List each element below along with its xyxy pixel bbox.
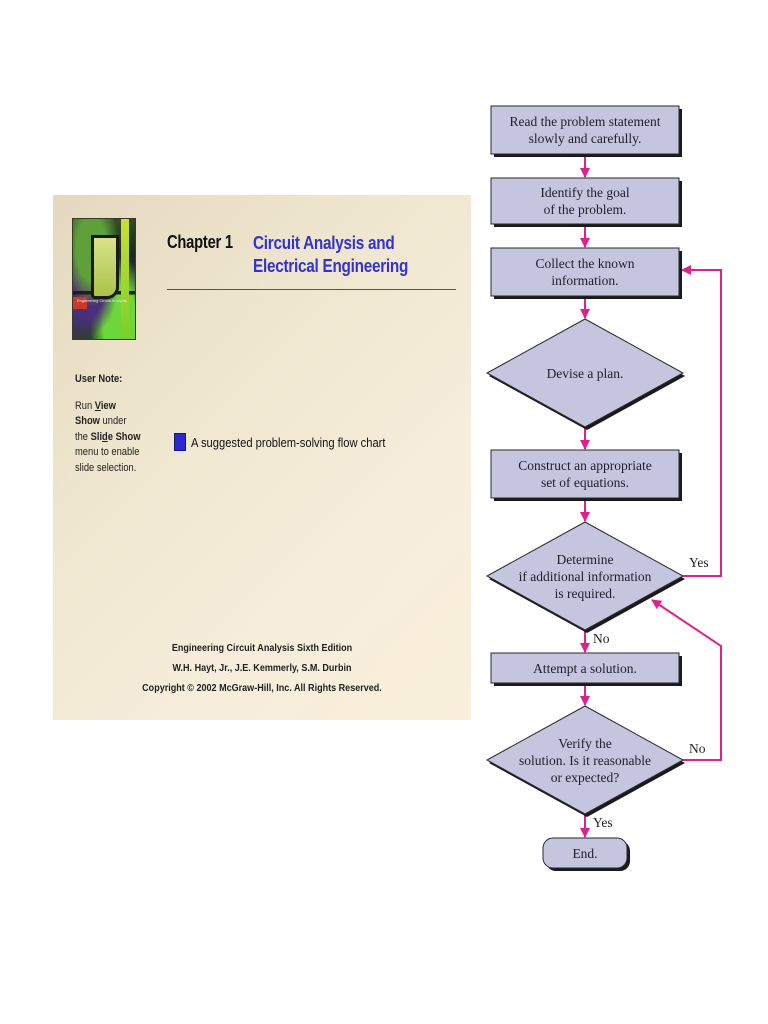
bullet-item[interactable]: A suggested problem-solving flow chart [174,433,417,451]
node-label-line: solution. Is it reasonable [519,752,651,768]
user-note-line: menu to enable [75,446,140,459]
node-label-attempt: Attempt a solution. [491,653,679,683]
edge-label-yes: Yes [689,555,709,570]
node-label-text: Read the problem statement slowly and car… [509,113,660,147]
node-label-text: Attempt a solution. [533,660,637,677]
node-label-line: Identify the goal [540,185,630,200]
node-label-line: Construct an appropriate [518,458,652,473]
loop-connector-yes [681,265,722,577]
decision-diamond-verify [485,705,685,815]
node-label-line: Determine [556,551,614,567]
loop-connector-no [651,599,722,761]
node-label-line: Read the problem statement [509,114,661,129]
node-label-text: Collect the known information. [536,255,635,289]
user-note-line: Run View [75,400,116,412]
node-label-text: End. [572,845,597,862]
book-cover-image: Engineering Circuit Analysis [73,219,135,339]
user-note-heading: User Note: [75,373,123,385]
cover-title: Engineering Circuit Analysis [77,298,127,303]
chapter-label: Chapter 1 [167,232,233,252]
process-box-collect [490,247,680,297]
chapter-title-line1: Circuit Analysis and [253,233,395,253]
footer-copyright: Copyright © 2002 McGraw-Hill, Inc. All R… [142,682,382,694]
node-label-line: Collect the known [535,256,635,271]
bullet-link-text[interactable]: A suggested problem-solving flow chart [191,434,386,450]
slide-footer: Engineering Circuit Analysis Sixth Editi… [53,638,471,698]
node-label-plan: Devise a plan. [487,319,683,427]
user-note-line: slide selection. [75,461,137,474]
process-box-attempt [490,652,680,684]
node-label-text: Identify the goal of the problem. [540,184,629,218]
edge-label-no: No [689,741,706,756]
terminal-box-end [542,837,628,869]
node-label-line: Attempt a solution. [533,660,637,676]
node-label-line: if additional information [518,568,652,584]
decision-diamond-determine [485,521,685,631]
cover-decoration [91,235,119,299]
node-label-line: or expected? [550,769,620,785]
node-label-line: set of equations. [540,475,630,490]
user-note-line: the Slide Show [75,430,141,443]
footer-book-title: Engineering Circuit Analysis Sixth Editi… [171,642,353,654]
process-box-goal [490,177,680,225]
chapter-title: Circuit Analysis and Electrical Engineer… [253,232,408,278]
node-label-line: of the problem. [543,202,627,217]
node-label-line: Devise a plan. [546,365,624,381]
cover-decoration [121,219,129,339]
chapter-title-line2: Electrical Engineering [253,256,409,276]
node-label-text: Devise a plan. [547,365,624,382]
title-divider [167,289,456,290]
node-label-line: End. [572,845,598,861]
node-label-line: information. [551,273,619,288]
process-box-read [490,105,680,155]
node-label-goal: Identify the goal of the problem. [491,178,679,224]
bullet-square-icon [174,433,186,451]
node-label-end: End. [543,838,627,868]
footer-authors: W.H. Hayt, Jr., J.E. Kemmerly, S.M. Durb… [172,662,352,674]
edge-label-no: No [593,631,610,646]
cover-decoration [73,297,87,309]
node-label-line: slowly and carefully. [528,131,642,146]
node-label-construct: Construct an appropriate set of equations… [491,450,679,498]
node-label-line: is required. [554,585,616,601]
decision-diamond-plan [485,318,685,428]
process-box-construct [490,449,680,499]
edge-label-yes: Yes [593,815,613,830]
node-label-line: Verify the [558,735,612,751]
node-label-collect: Collect the known information. [491,248,679,296]
node-label-text: Construct an appropriate set of equations… [518,457,651,491]
node-label-read: Read the problem statement slowly and car… [491,106,679,154]
chapter-slide: Engineering Circuit Analysis Chapter 1 C… [53,195,471,720]
user-note-line: Show under [75,415,127,428]
